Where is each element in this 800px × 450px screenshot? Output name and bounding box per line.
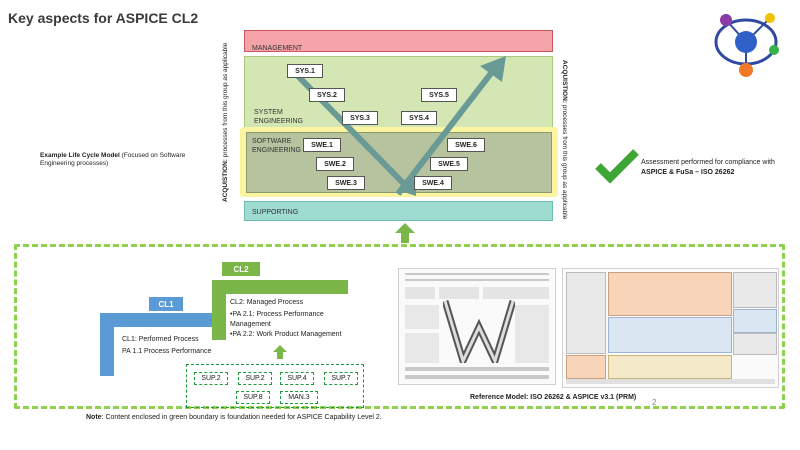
sys5-box: SYS.5 [421, 88, 457, 102]
sup-group [186, 364, 364, 408]
up-arrow-head [480, 56, 506, 82]
logo-icon [714, 13, 779, 77]
swe6-box: SWE.6 [447, 138, 485, 152]
sup4-box: SUP.4 [280, 372, 314, 385]
sys1-box: SYS.1 [287, 64, 323, 78]
up-arrow-shaft [395, 70, 495, 196]
sys3-box: SYS.3 [342, 111, 378, 125]
cl1-step-vertical [100, 318, 114, 376]
sup2b-box: SUP.2 [238, 372, 272, 385]
sup2-box: SUP.2 [194, 372, 228, 385]
page-number: 2 [652, 398, 657, 407]
management-label: MANAGEMENT [252, 45, 303, 52]
cl1-step-horizontal [100, 313, 214, 327]
sys2-box: SYS.2 [309, 88, 345, 102]
checkmark-icon [595, 149, 639, 184]
sup7-box: SUP.7 [324, 372, 358, 385]
swe4-box: SWE.4 [414, 176, 452, 190]
iso26262-thumbnail [398, 268, 556, 385]
lifecycle-caption: Example Life Cycle Model (Focused on Sof… [40, 152, 186, 167]
swe2-box: SWE.2 [316, 157, 354, 171]
w-shape-icon [443, 299, 515, 363]
supporting-label: SUPPORTING [252, 209, 299, 216]
cl1-description: CL1: Performed Process PA 1.1 Process Pe… [122, 336, 212, 355]
system-engineering-label: SYSTEM ENGINEERING [254, 109, 304, 125]
supporting-band [244, 201, 553, 221]
reference-caption: Reference Model: ISO 26262 & ASPICE v3.1… [470, 394, 637, 401]
page-title: Key aspects for ASPICE CL2 [8, 10, 199, 26]
man3-box: MAN.3 [280, 391, 318, 404]
cl2-step-horizontal [212, 280, 348, 294]
up-arrow-icon [395, 223, 415, 243]
swe1-box: SWE.1 [303, 138, 341, 152]
sup8-box: SUP.8 [236, 391, 270, 404]
cl2-tag: CL2 [222, 262, 260, 276]
cl2-up-arrow-icon [273, 345, 287, 359]
management-band [244, 30, 553, 52]
note-text: Note: Content enclosed in green boundary… [86, 414, 382, 421]
sys4-box: SYS.4 [401, 111, 437, 125]
assessment-text: Assessment performed for compliance with… [641, 159, 775, 176]
cl2-foundation-boundary [14, 244, 785, 409]
swe3-box: SWE.3 [327, 176, 365, 190]
cl2-description: CL2: Managed Process •PA 2.1: Process Pe… [230, 299, 342, 338]
acquisition-left-label: ACQUISTION: processes from this group as… [222, 42, 229, 202]
cl1-tag: CL1 [149, 297, 183, 311]
software-engineering-label: SOFTWARE ENGINEERING [252, 138, 302, 154]
cl2-step-vertical [212, 282, 226, 340]
swe5-box: SWE.5 [430, 157, 468, 171]
aspice-prm-thumbnail [562, 268, 779, 388]
acquisition-right-label: ACQUISTION: processes from this group as… [561, 60, 568, 220]
